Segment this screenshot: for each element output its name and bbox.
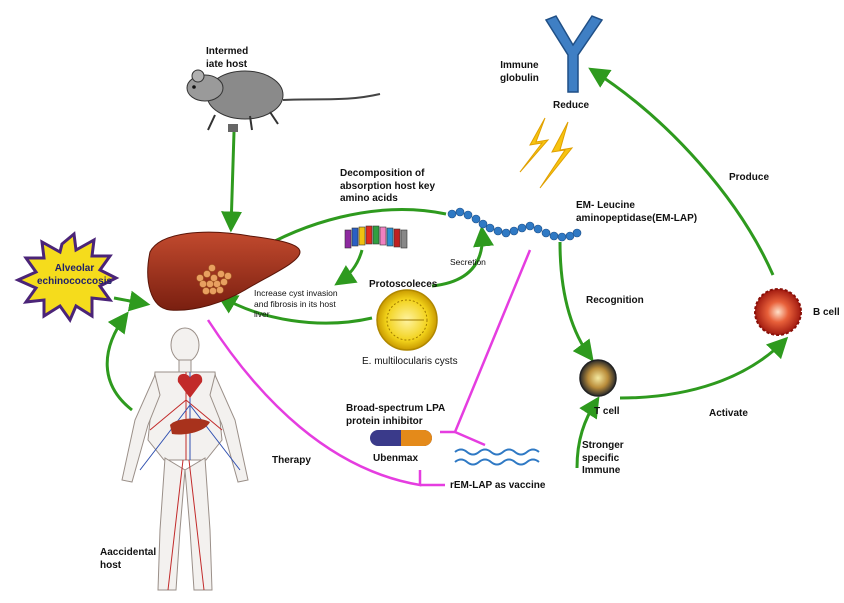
produce-arrow <box>588 67 775 276</box>
protein-chain-icon <box>447 207 582 242</box>
amino-acid-icon <box>344 225 408 249</box>
accidental-host-label: Aaccidental host <box>100 547 157 571</box>
vaccine-label: rEM-LAP as vaccine <box>450 480 546 491</box>
reduce-label: Reduce <box>553 100 590 111</box>
ubenmax-label: Ubenmax <box>373 453 419 464</box>
cyst-icon <box>376 289 438 351</box>
intermediate-host-label: Intermed iate host <box>206 46 249 70</box>
secretion-arrow <box>431 225 494 288</box>
b-cell-label: B cell <box>813 307 840 318</box>
broad-spectrum-label: Broad-spectrum LPA protein inhibitor <box>346 403 446 427</box>
b-cell-icon <box>754 288 802 336</box>
produce-label: Produce <box>729 172 770 183</box>
e-multilocularis-label: E. multilocularis cysts <box>362 356 458 367</box>
protoscoleces-label: Protoscoleces <box>369 279 438 290</box>
stronger-immune-arrow <box>575 396 600 469</box>
stronger-immune-label: Stronger specific Immune <box>582 440 624 476</box>
t-cell-icon <box>579 359 617 397</box>
body-to-alveolar-arrow <box>105 311 133 412</box>
amino-to-liver-arrow <box>334 249 364 286</box>
activate-arrow <box>619 336 789 400</box>
rat-to-liver-arrow <box>221 131 243 233</box>
decomposition-label: Decomposition of absorption host key ami… <box>340 168 436 204</box>
liver-icon <box>147 231 301 311</box>
secretion-label: Secretion <box>450 257 486 267</box>
cyst-to-liver-arrow <box>216 293 373 325</box>
therapy-label: Therapy <box>272 455 311 466</box>
immune-globulin-label: Immune globulin <box>500 60 539 84</box>
rat-icon <box>186 69 381 132</box>
increase-cyst-label: Increase cyst invasion and fibrosis in i… <box>254 288 338 319</box>
t-cell-label: T cell <box>594 406 620 417</box>
human-body-icon <box>121 327 249 591</box>
activate-label: Activate <box>709 408 748 419</box>
recognition-label: Recognition <box>586 295 644 306</box>
antibody-icon <box>544 15 604 93</box>
em-lap-label: EM- Leucine aminopeptidase(EM-LAP) <box>576 200 698 224</box>
therapy-lines <box>206 249 532 487</box>
alveolar-to-liver-arrow <box>113 290 151 312</box>
lightning-icon <box>519 117 574 189</box>
vaccine-wave-icon <box>454 448 540 466</box>
alveolar-label: Alveolar echinococcosis <box>37 263 113 287</box>
burst-star-icon <box>14 231 120 324</box>
capsule-icon <box>370 430 432 446</box>
recognition-arrow <box>558 241 594 362</box>
